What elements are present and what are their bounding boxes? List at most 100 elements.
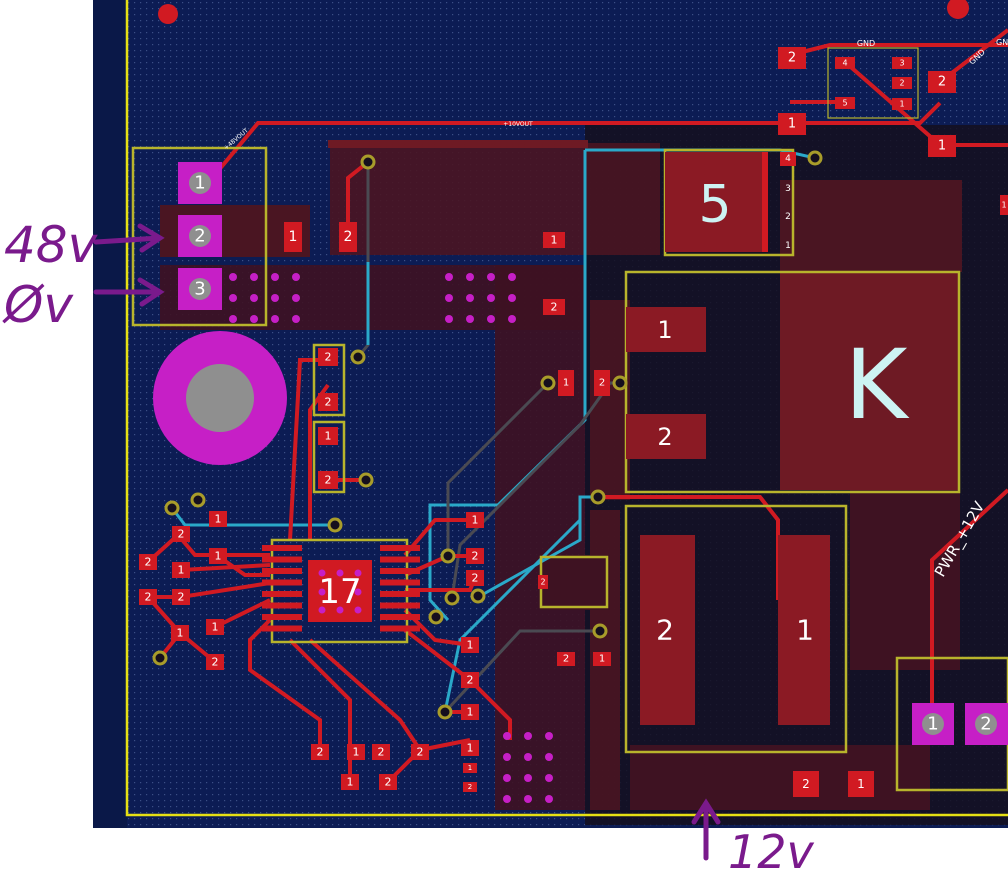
thermal-via xyxy=(229,315,237,323)
ic-17-footprint xyxy=(262,545,420,632)
thermal-via xyxy=(487,315,495,323)
small-pad-label: 2 xyxy=(145,556,152,569)
regulator-pins: 1 2 3 4 5 xyxy=(835,57,912,110)
via xyxy=(152,650,168,666)
u5-pin-1: 1 xyxy=(785,241,791,251)
ic-17-designator: 17 xyxy=(318,572,361,612)
small-pad-label: 2 xyxy=(325,474,332,487)
small-pad xyxy=(139,554,157,570)
small-pad xyxy=(311,744,329,760)
u5-pin-3: 3 xyxy=(785,184,791,194)
net-label-gnd-a: GND xyxy=(857,39,875,48)
small-pad xyxy=(172,526,190,542)
via xyxy=(164,500,180,516)
via xyxy=(540,375,556,391)
small-pad-label: 1 xyxy=(353,746,360,759)
via xyxy=(350,349,366,365)
small-pad xyxy=(284,222,302,252)
via xyxy=(470,588,486,604)
thermal-via xyxy=(545,795,553,803)
thermal-via xyxy=(445,273,453,281)
ic-17-pin-right xyxy=(380,568,420,574)
ic-17-pin-left xyxy=(262,625,302,632)
net-label-gnd-c: GN xyxy=(996,38,1008,47)
arrow-0v xyxy=(93,277,165,307)
thermal-via xyxy=(292,273,300,281)
small-pad-label: 1 xyxy=(178,564,185,577)
regulator-pin-2: 2 xyxy=(899,79,904,88)
thermal-via xyxy=(292,294,300,302)
small-pad xyxy=(318,348,338,366)
thermal-via xyxy=(545,774,553,782)
ic-17-center-via xyxy=(318,606,326,614)
thermal-via xyxy=(508,294,516,302)
small-pad-label: 2 xyxy=(468,783,472,791)
via-array-left xyxy=(229,273,300,323)
thermal-via xyxy=(229,273,237,281)
ic-17-pin-left xyxy=(262,579,302,586)
small-pad-label: 2 xyxy=(467,674,474,687)
small-pad xyxy=(466,512,484,528)
small-pad-label: 1 xyxy=(215,513,222,526)
small-pad-label: 2 xyxy=(385,776,392,789)
small-pad xyxy=(463,782,477,792)
small-pad-label: 2 xyxy=(417,746,424,759)
small-pad-label: 1 xyxy=(325,430,332,443)
connector-bottom: 1 2 xyxy=(912,703,1008,745)
small-pad-label: 2 xyxy=(472,550,479,563)
via xyxy=(807,150,823,166)
small-pad-label: 2 xyxy=(325,351,332,364)
annotation-0v: Øv xyxy=(2,276,74,334)
top-pad-d: 1 xyxy=(938,139,946,154)
top-pad-a: 2 xyxy=(788,51,796,66)
via-array-mid xyxy=(445,273,516,323)
thermal-via xyxy=(487,273,495,281)
annotation-48v: 48v xyxy=(4,216,99,274)
small-pad-label: 1 xyxy=(563,378,569,389)
thermal-via xyxy=(250,294,258,302)
regulator-pin-3: 3 xyxy=(899,59,904,68)
thermal-via xyxy=(545,753,553,761)
thermal-via xyxy=(508,273,516,281)
ic-17-pin-right xyxy=(380,614,420,620)
small-pad xyxy=(411,744,429,760)
small-pad xyxy=(543,299,565,315)
relay-pin-1: 1 xyxy=(657,316,672,344)
small-pad xyxy=(466,548,484,564)
thermal-via xyxy=(445,315,453,323)
thermal-via xyxy=(292,315,300,323)
small-pad xyxy=(463,763,477,773)
ic-17-pin-right xyxy=(380,625,420,632)
small-pad-label: 2 xyxy=(325,396,332,409)
via xyxy=(612,375,628,391)
small-pad-label: 2 xyxy=(599,378,605,389)
thermal-via xyxy=(545,732,553,740)
ic-17-pin-right xyxy=(380,591,420,597)
small-pad-label: 2 xyxy=(317,746,324,759)
capacitor-pin-2: 2 xyxy=(656,614,674,647)
small-pad xyxy=(461,704,479,720)
thermal-via xyxy=(503,795,511,803)
small-pad xyxy=(339,222,357,252)
small-pad-label: 2 xyxy=(145,591,152,604)
small-pad xyxy=(538,575,548,589)
small-pad-label: 2 xyxy=(551,301,558,314)
thermal-via xyxy=(250,273,258,281)
small-pad-label: 1 xyxy=(467,706,474,719)
small-pad-label: 1 xyxy=(215,550,222,563)
via xyxy=(437,704,453,720)
small-pad xyxy=(139,589,157,605)
fiducial-right xyxy=(947,0,969,19)
small-pad-label: 2 xyxy=(540,578,545,587)
annotation-12v: 12v xyxy=(728,825,815,871)
arrow-48v xyxy=(93,223,165,253)
thermal-via xyxy=(524,795,532,803)
ic-17-center-via xyxy=(318,588,326,596)
ic-17-pin-right xyxy=(380,545,420,551)
thermal-via xyxy=(466,294,474,302)
small-pad xyxy=(209,548,227,564)
thermal-via xyxy=(466,315,474,323)
ic-17-pin-left xyxy=(262,591,302,597)
via xyxy=(590,489,606,505)
